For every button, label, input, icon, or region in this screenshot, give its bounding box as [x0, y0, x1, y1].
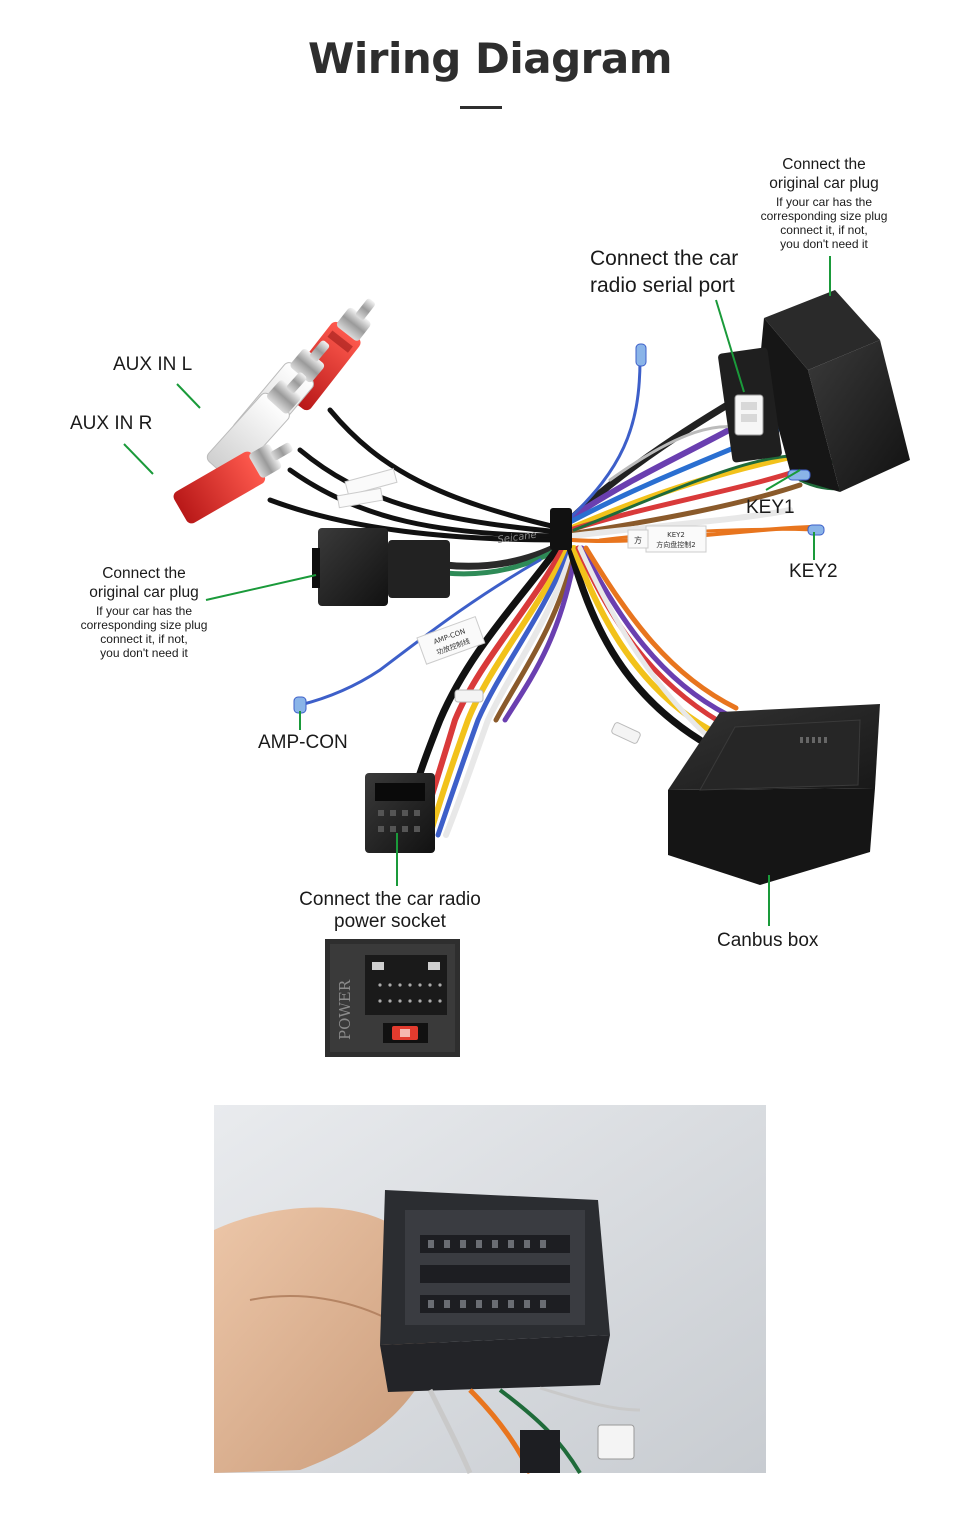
serial-port-label-line1: Connect the car: [590, 247, 739, 270]
key-side-tag: 方: [634, 535, 642, 545]
cable-tie: [550, 508, 572, 550]
serial-port-label: Connect the car radio serial port: [590, 245, 738, 299]
amp-con-tag: AMP-CON 功放控制线: [416, 616, 486, 665]
leader-aux-in-r: [123, 443, 154, 475]
cable-clip: [611, 722, 641, 744]
power-socket-connector: [365, 773, 435, 853]
original-plug-left-note3: connect it, if not,: [100, 632, 188, 646]
original-plug-left-note1: If your car has the: [95, 604, 193, 618]
key2-label: KEY2: [789, 561, 838, 582]
canbus-box: [668, 704, 880, 885]
key2-tag-line1: KEY2: [667, 531, 685, 539]
original-plug-left-line2: original car plug: [89, 584, 199, 601]
leader-key1: [765, 469, 801, 491]
power-inset-label: POWER: [336, 979, 354, 1040]
aux-in-r-label: AUX IN R: [70, 413, 153, 434]
main-original-plug: [718, 290, 910, 492]
power-socket-label-line1: Connect the car radio: [299, 889, 481, 910]
power-socket-label: Connect the car radio power socket: [280, 889, 500, 933]
serial-port-connector: [734, 394, 764, 436]
key1-label: KEY1: [746, 497, 795, 518]
original-plug-left-note2: corresponding size plug: [80, 618, 208, 632]
cable-clip: [454, 689, 484, 703]
key2-tag-line2: 方向盘控制2: [656, 540, 695, 549]
leader-lines: [123, 256, 831, 926]
power-socket-label-line2: power socket: [334, 911, 446, 932]
connector-photo: [214, 1105, 766, 1475]
leader-serial-port: [715, 299, 745, 393]
original-plug-top-note1: If your car has the: [775, 195, 873, 209]
rca-plug-group: [173, 298, 375, 524]
original-plug-left-label: Connect the original car plug If your ca…: [64, 564, 224, 660]
amp-con-label: AMP-CON: [258, 732, 348, 753]
serial-port-label-line2: radio serial port: [590, 274, 735, 297]
canbus-box-label: Canbus box: [717, 930, 819, 951]
original-plug-top-note3: connect it, if not,: [780, 223, 868, 237]
brand-print: Seicane: [497, 530, 538, 546]
leader-aux-in-l: [176, 383, 201, 409]
original-plug-top-note2: corresponding size plug: [760, 209, 888, 223]
original-plug-top-note4: you don't need it: [780, 237, 868, 251]
original-plug-left-line1: Connect the: [102, 565, 186, 582]
key2-tag: KEY2 方向盘控制2: [645, 525, 707, 553]
left-original-plug: [312, 528, 450, 606]
leader-original-plug-left: [205, 574, 317, 601]
aux-in-l-label: AUX IN L: [113, 354, 193, 375]
original-plug-top-line2: original car plug: [769, 175, 879, 192]
power-socket-inset: POWER: [325, 939, 460, 1057]
original-plug-top-label: Connect the original car plug If your ca…: [748, 155, 900, 251]
page-title: Wiring Diagram: [308, 34, 672, 83]
original-plug-top-line1: Connect the: [782, 156, 866, 173]
original-plug-left-note4: you don't need it: [100, 646, 188, 660]
title-underline: [460, 106, 502, 109]
